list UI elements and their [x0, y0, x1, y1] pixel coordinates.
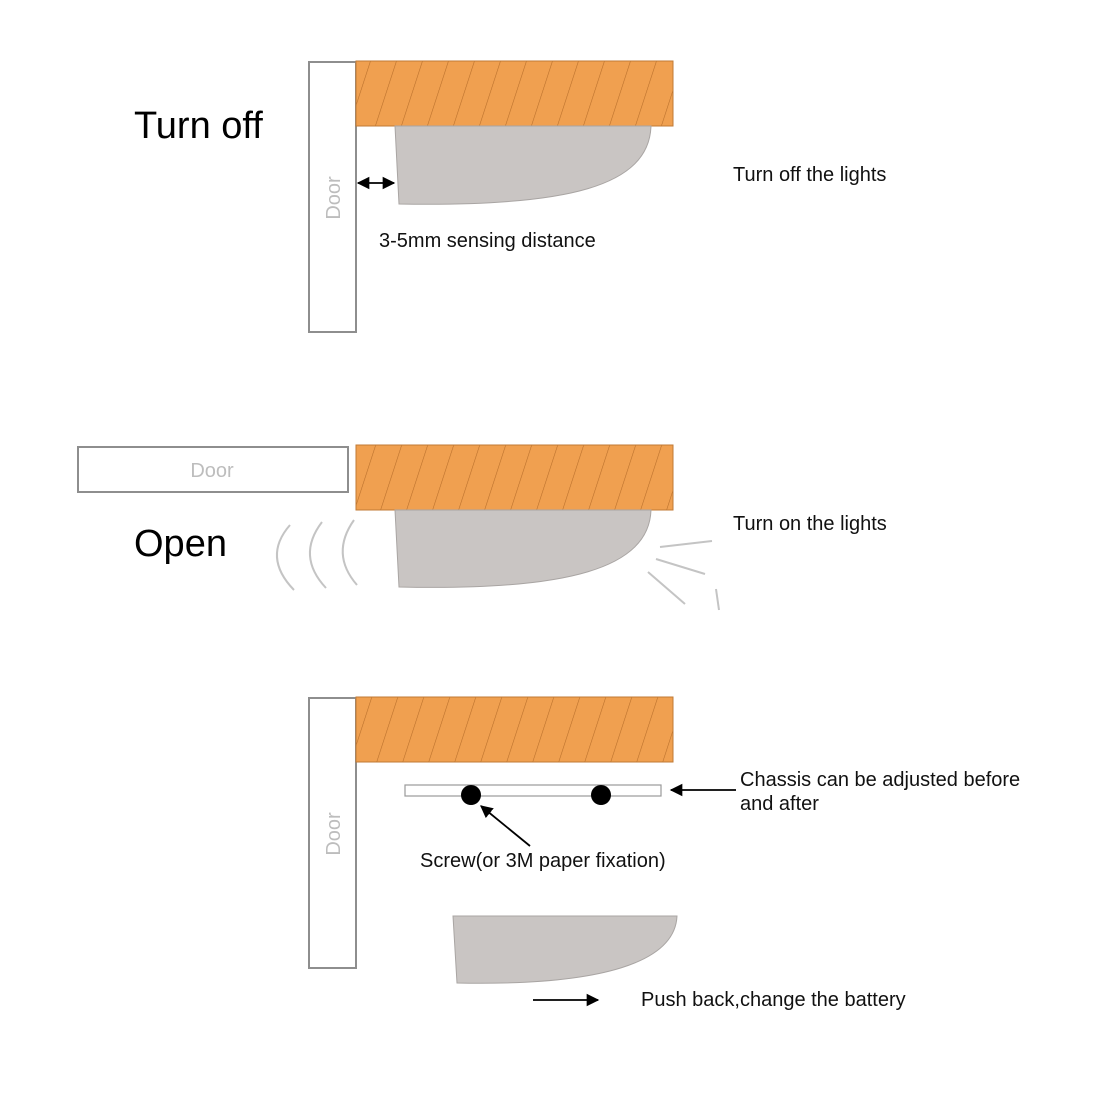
light-ray-icon	[715, 588, 720, 611]
signal-wave-icon	[308, 521, 327, 589]
chassis-label-line1: Chassis can be adjusted before	[740, 769, 1020, 791]
chassis-plate	[404, 784, 662, 797]
door-vertical	[308, 697, 357, 969]
light-ray-icon	[647, 571, 686, 605]
door-label: Door	[323, 812, 345, 856]
wood-frame	[355, 444, 674, 511]
screw-label: Screw(or 3M paper fixation)	[420, 850, 666, 872]
screw-icon	[591, 785, 611, 805]
turn-on-status-label: Turn on the lights	[733, 513, 887, 535]
turn-off-status-label: Turn off the lights	[733, 164, 886, 186]
signal-wave-icon	[275, 524, 295, 591]
signal-wave-icon	[341, 519, 358, 586]
open-title: Open	[134, 523, 227, 565]
sensor-body	[394, 125, 652, 205]
door-label: Door	[323, 176, 345, 220]
chassis-label-line2: and after	[740, 793, 819, 815]
screw-arrow	[480, 805, 531, 847]
panel-turn-off: Turn off Door 3-5mm sensing distance Tur…	[134, 60, 886, 333]
sensor-body	[452, 915, 678, 984]
battery-label: Push back,change the battery	[641, 989, 906, 1011]
door-horizontal	[77, 446, 349, 493]
turn-off-title: Turn off	[134, 105, 263, 147]
wood-frame	[355, 60, 674, 127]
wood-frame	[355, 696, 674, 763]
light-ray-icon	[655, 558, 706, 575]
screw-icon	[461, 785, 481, 805]
door-vertical	[308, 61, 357, 333]
sensing-distance-label: 3-5mm sensing distance	[379, 230, 596, 252]
panel-open: Door Open Turn on the lights	[77, 444, 887, 611]
door-label: Door	[190, 460, 234, 482]
light-ray-icon	[659, 540, 713, 548]
sensor-body	[394, 509, 652, 588]
panel-installation: Door Chassis can be adjusted before and …	[308, 696, 1020, 1011]
